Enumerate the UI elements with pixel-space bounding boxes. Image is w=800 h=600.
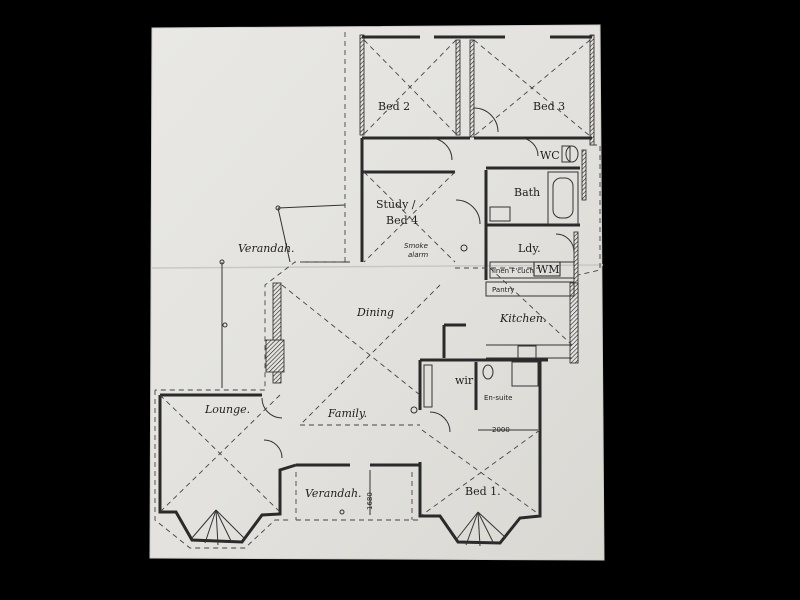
label-kitchen: Kitchen. — [499, 312, 547, 325]
dim-verandah-label: 1680 — [366, 492, 374, 510]
label-bath: Bath — [514, 186, 540, 199]
label-pantry: Pantry — [492, 286, 514, 294]
label-wm: WM — [537, 263, 560, 276]
label-wc: WC — [540, 149, 560, 162]
label-verandah-bottom: Verandah. — [305, 487, 362, 500]
bay-window-bed1 — [455, 511, 507, 547]
outer-walls — [158, 34, 595, 545]
dimension-ensuite: 2000 — [478, 426, 538, 434]
label-family: Family. — [327, 407, 367, 420]
label-verandah-left: Verandah. — [238, 242, 295, 255]
label-smoke-line2: alarm — [408, 251, 428, 259]
label-linen: linen F'cuch — [492, 267, 534, 275]
label-laundry: Ldy. — [518, 242, 541, 255]
label-bed2: Bed 2 — [378, 100, 410, 113]
bay-window-lounge — [191, 509, 245, 546]
label-ensuite: En-suite — [484, 394, 512, 402]
wm-box — [533, 261, 561, 277]
door-swings — [261, 107, 575, 459]
label-bed1: Bed 1. — [465, 485, 501, 498]
label-bed3: Bed 3 — [533, 100, 565, 113]
paper-sheet — [149, 24, 605, 561]
label-lounge: Lounge. — [204, 403, 250, 416]
paper-fold — [151, 264, 604, 269]
dim-ensuite-label: 2000 — [492, 426, 510, 434]
roof-lines — [154, 32, 601, 549]
dimension-verandah: 1680 — [366, 470, 374, 515]
label-study-line2: Bed 4 — [386, 214, 418, 227]
fixtures — [219, 145, 579, 515]
label-wir: wir — [455, 374, 474, 387]
label-smoke-line1: Smoke — [404, 242, 428, 250]
label-study-line1: Study / — [376, 198, 416, 211]
label-dining: Dining — [356, 306, 394, 319]
